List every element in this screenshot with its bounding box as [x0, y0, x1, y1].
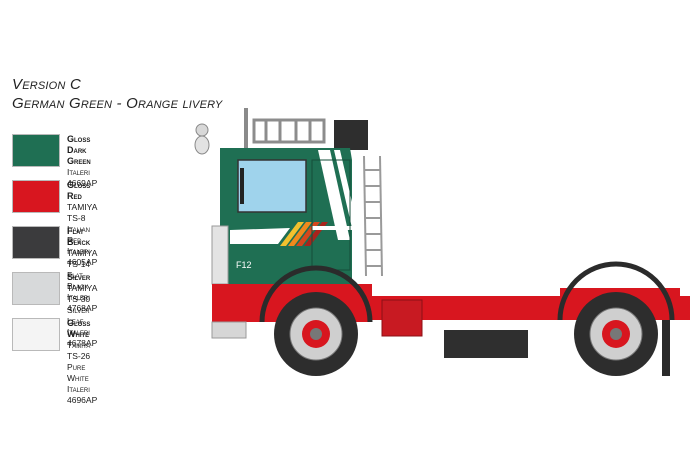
color-code: TAMIYA TS-14 Flat Black [67, 248, 97, 291]
color-name: Gloss Dark Green [67, 134, 91, 166]
model-badge: F12 [236, 260, 252, 270]
air-intake [334, 120, 368, 150]
cab-stripe-white [318, 150, 350, 240]
color-text: Gloss White Tamiya TS-26 Pure White Ital… [67, 318, 97, 406]
livery-stripes [230, 222, 352, 246]
cab-window [237, 159, 307, 213]
color-swatch [12, 180, 60, 213]
roof-rack [252, 118, 326, 144]
exhaust-pipe [244, 108, 248, 158]
color-name: Gloss White [67, 318, 91, 339]
color-text: Silver TAMIYA TS-30 Silver Leaf Italeri … [67, 272, 97, 349]
livery-title: German Green - Orange livery [12, 95, 223, 112]
color-text: Gloss Red TAMIYA TS-8 Italian Red Italer… [67, 180, 97, 268]
color-code: Italeri 4669AP [67, 167, 98, 188]
color-code: Italeri 4768AP [67, 292, 98, 313]
color-swatch [12, 226, 60, 259]
mudflap [662, 320, 670, 376]
rear-wheel [574, 292, 658, 376]
color-code: Italeri 4678AP [67, 327, 98, 348]
front-wheel [274, 292, 358, 376]
front-bumper [211, 321, 247, 339]
front-grille [211, 225, 229, 285]
mascot-figure [194, 135, 210, 155]
color-swatch [12, 318, 60, 351]
color-name: Silver [67, 272, 91, 282]
color-code: Italeri 4605AP [67, 246, 98, 267]
color-text: Gloss Dark Green Italeri 4669AP [67, 134, 97, 189]
color-swatch [12, 134, 60, 167]
color-code: TAMIYA TS-30 Silver Leaf [67, 283, 97, 326]
color-name: Flat Black [67, 226, 91, 247]
cab-ladder [363, 155, 383, 277]
version-title: Version C [12, 76, 81, 93]
color-text: Flat Black TAMIYA TS-14 Flat Black Itale… [67, 226, 97, 314]
color-name: Gloss Red [67, 180, 91, 201]
color-code: TAMIYA TS-8 Italian Red [67, 202, 97, 245]
color-swatch [12, 272, 60, 305]
color-code: Tamiya TS-26 Pure White [67, 340, 91, 383]
color-code: Italeri 4696AP [67, 384, 98, 405]
fuel-tank [444, 330, 528, 358]
